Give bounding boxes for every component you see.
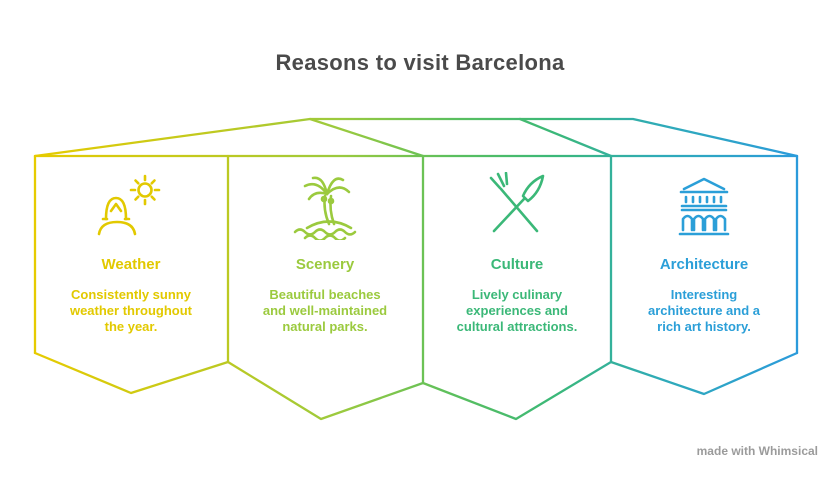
sun-over-hills-icon xyxy=(97,174,161,236)
crossed-fork-knife-icon xyxy=(489,171,545,233)
ribbon-roof xyxy=(33,117,799,158)
card-body: Beautiful beaches and well-maintained na… xyxy=(262,287,388,334)
palm-tree-beach-icon xyxy=(293,176,357,242)
card-body: Interesting architecture and a rich art … xyxy=(648,287,760,334)
card-heading: Architecture xyxy=(659,256,749,273)
pennant-point-3 xyxy=(421,360,613,421)
ribbon-fold-right xyxy=(518,117,613,158)
museum-building-icon xyxy=(678,177,730,236)
diagram-title: Reasons to visit Barcelona xyxy=(275,50,565,75)
ribbon-fold-left xyxy=(308,117,425,158)
pennant-point-1 xyxy=(33,351,230,395)
card-heading: Culture xyxy=(490,256,544,273)
pennant-point-4 xyxy=(609,351,799,396)
card-heading: Weather xyxy=(101,256,161,273)
pennant-point-2 xyxy=(226,360,425,421)
watermark[interactable]: made with Whimsical xyxy=(696,444,818,458)
card-culture: Culture Lively culinary experiences and … xyxy=(423,156,611,335)
card-heading: Scenery xyxy=(295,256,355,273)
card-body: Lively culinary experiences and cultural… xyxy=(456,287,578,334)
card-body: Consistently sunny weather throughout th… xyxy=(69,287,193,334)
card-architecture: Architecture Interesting architecture an… xyxy=(610,156,798,335)
card-scenery: Scenery Beautiful beaches and well-maint… xyxy=(231,156,419,335)
card-weather: Weather Consistently sunny weather throu… xyxy=(37,156,225,335)
